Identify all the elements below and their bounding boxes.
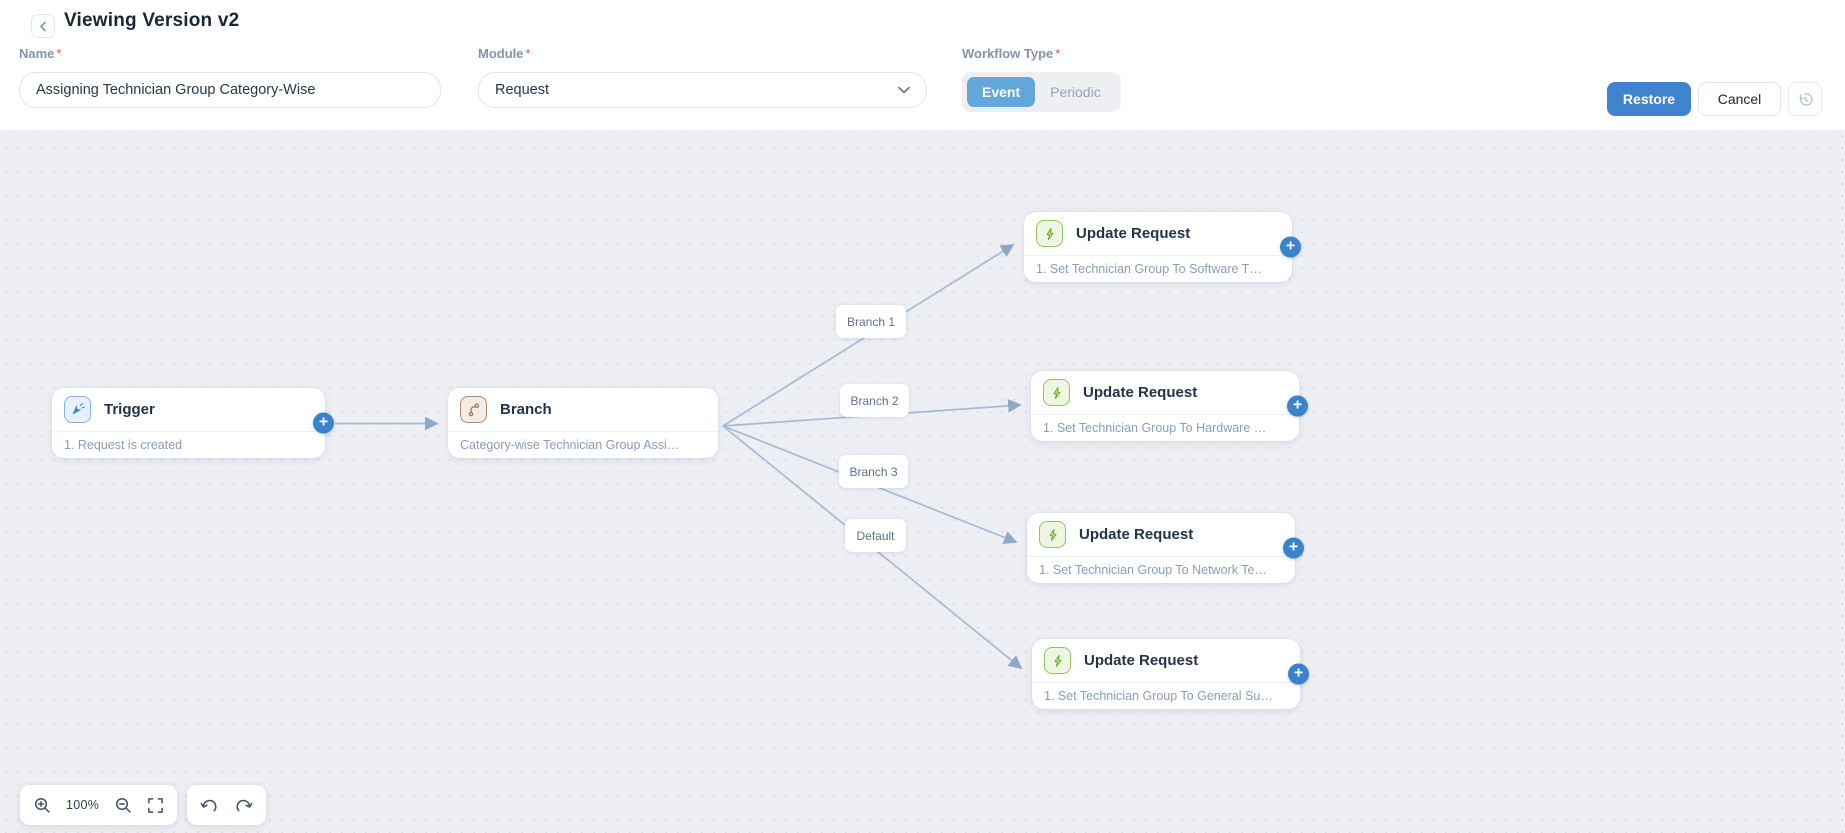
name-label: Name bbox=[19, 46, 55, 61]
add-step-button[interactable]: + bbox=[1280, 236, 1301, 258]
toggle-option-event[interactable]: Event bbox=[967, 77, 1036, 107]
workflow-type-field: Workflow Type* Event Periodic bbox=[962, 45, 1121, 112]
bolt-icon bbox=[1036, 220, 1063, 247]
node-subtitle: Category-wise Technician Group Assi… bbox=[460, 438, 680, 452]
edge-label-branch-3: Branch 3 bbox=[839, 455, 908, 488]
version-history-button[interactable] bbox=[1788, 82, 1822, 116]
node-trigger[interactable]: Trigger + 1. Request is created bbox=[52, 388, 334, 458]
workflow-type-label: Workflow Type bbox=[962, 46, 1054, 61]
module-selected-value: Request bbox=[495, 82, 550, 98]
branch-icon bbox=[460, 396, 487, 423]
required-asterisk: * bbox=[525, 46, 531, 61]
node-subtitle: 1. Set Technician Group To Software T… bbox=[1036, 262, 1262, 276]
add-step-button[interactable]: + bbox=[1283, 537, 1304, 559]
zoom-level: 100% bbox=[66, 798, 100, 812]
redo-icon[interactable] bbox=[234, 796, 253, 815]
node-subtitle: 1. Set Technician Group To Hardware … bbox=[1043, 421, 1267, 435]
history-icon bbox=[1797, 91, 1814, 108]
name-field: Name* bbox=[19, 45, 441, 108]
zoom-out-icon[interactable] bbox=[114, 796, 132, 814]
chevron-down-icon bbox=[898, 86, 910, 94]
required-asterisk: * bbox=[56, 46, 62, 61]
node-title: Trigger bbox=[104, 401, 155, 418]
node-title: Update Request bbox=[1083, 384, 1198, 401]
node-subtitle: 1. Request is created bbox=[64, 438, 183, 452]
toggle-option-periodic[interactable]: Periodic bbox=[1050, 84, 1101, 100]
bolt-icon bbox=[1039, 521, 1066, 548]
cancel-button[interactable]: Cancel bbox=[1698, 82, 1781, 116]
required-asterisk: * bbox=[1055, 46, 1061, 61]
bolt-icon bbox=[1044, 647, 1071, 674]
node-title: Update Request bbox=[1079, 526, 1194, 543]
zoom-in-icon[interactable] bbox=[33, 796, 51, 814]
edge-connectors bbox=[335, 244, 1023, 670]
restore-button[interactable]: Restore bbox=[1607, 82, 1691, 116]
node-subtitle: 1. Set Technician Group To Network Te… bbox=[1039, 563, 1267, 577]
page-title: Viewing Version v2 bbox=[64, 10, 240, 31]
add-step-button[interactable]: + bbox=[1288, 663, 1309, 685]
edge-label-default: Default bbox=[845, 519, 906, 552]
back-button[interactable] bbox=[31, 14, 55, 38]
name-input[interactable] bbox=[36, 82, 424, 98]
node-update-request-1[interactable]: Update Request + 1. Set Technician Group… bbox=[1024, 212, 1301, 282]
edge-label-branch-2: Branch 2 bbox=[840, 384, 909, 417]
node-update-request-2[interactable]: Update Request + 1. Set Technician Group… bbox=[1031, 371, 1308, 441]
bolt-icon bbox=[1043, 379, 1070, 406]
node-title: Update Request bbox=[1084, 652, 1199, 669]
undo-icon[interactable] bbox=[200, 796, 219, 815]
workflow-canvas[interactable]: Trigger + 1. Request is created Branch C… bbox=[0, 130, 1845, 833]
module-field: Module* Request bbox=[478, 45, 927, 108]
edge-label-branch-1: Branch 1 bbox=[836, 305, 906, 338]
module-select[interactable]: Request bbox=[478, 72, 927, 108]
fit-screen-icon[interactable] bbox=[147, 797, 164, 814]
trigger-icon bbox=[64, 396, 91, 423]
node-branch[interactable]: Branch Category-wise Technician Group As… bbox=[448, 388, 718, 458]
module-label: Module bbox=[478, 46, 524, 61]
zoom-controls: 100% bbox=[20, 785, 178, 825]
node-title: Update Request bbox=[1076, 225, 1191, 242]
chevron-left-icon bbox=[38, 21, 49, 32]
workflow-type-toggle: Event Periodic bbox=[962, 72, 1121, 112]
add-step-button[interactable]: + bbox=[1287, 395, 1308, 417]
node-subtitle: 1. Set Technician Group To General Su… bbox=[1044, 689, 1273, 703]
header: Viewing Version v2 Name* Module* Request… bbox=[0, 0, 1845, 130]
node-update-request-4[interactable]: Update Request + 1. Set Technician Group… bbox=[1032, 639, 1309, 709]
add-step-button[interactable]: + bbox=[313, 412, 334, 434]
node-update-request-3[interactable]: Update Request + 1. Set Technician Group… bbox=[1027, 513, 1304, 583]
history-controls bbox=[187, 785, 266, 825]
node-title: Branch bbox=[500, 401, 552, 418]
